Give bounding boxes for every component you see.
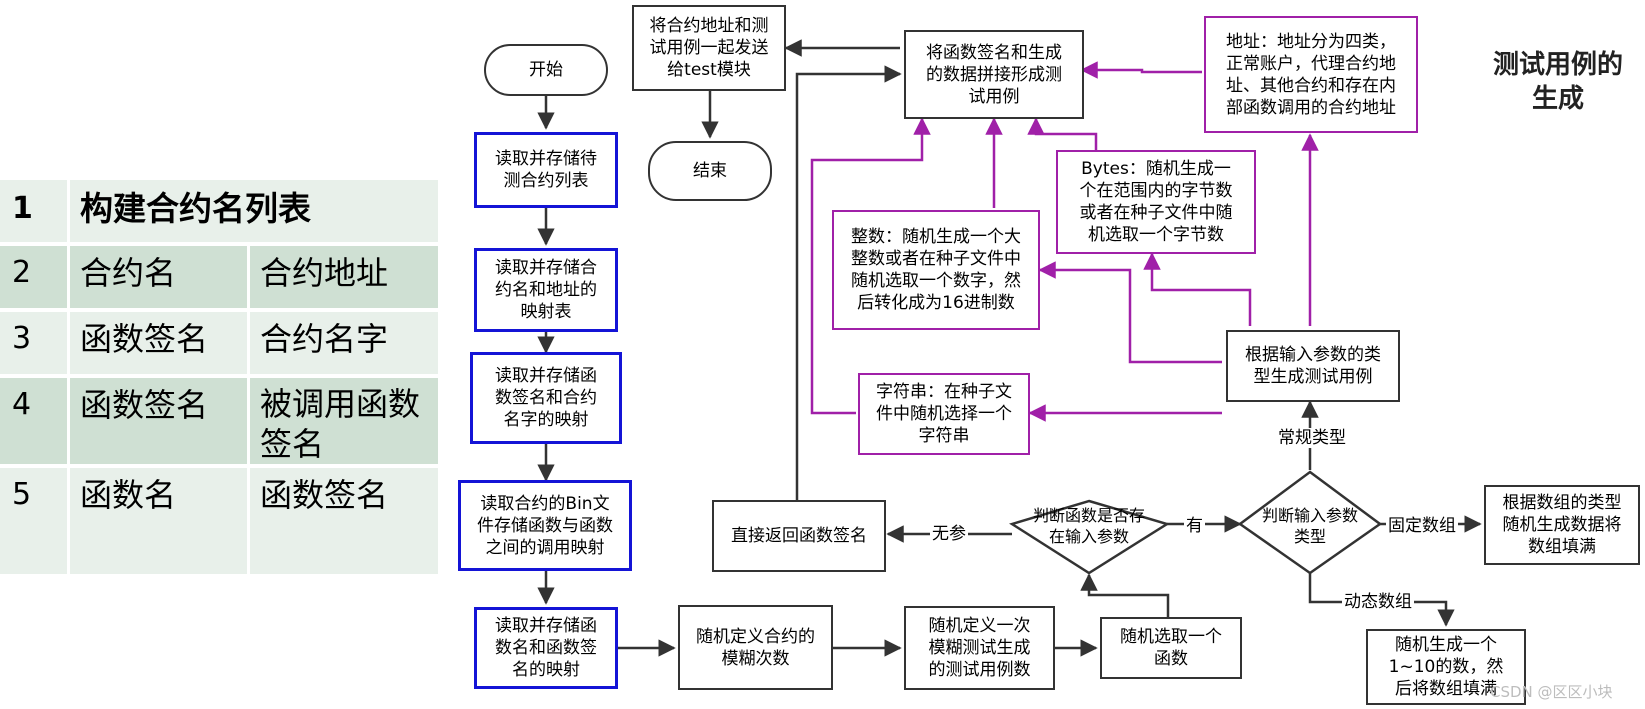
read-bin-call-map-box: 读取合约的Bin文 件存储函数与函数 之间的调用映射: [458, 480, 632, 571]
table-row: 5 函数名 函数签名: [0, 468, 438, 574]
pick-function-box: 随机选取一个 函数: [1100, 617, 1242, 679]
corner-title: 测试用例的 生成: [1492, 50, 1623, 114]
arrow-to-bytes: [1143, 252, 1252, 326]
edge-label-dynamic-array: 动态数组: [1342, 592, 1414, 612]
address-generator-box: 地址：地址分为四类， 正常账户，代理合约地 址、其他合约和存在内 部函数调用的合…: [1204, 16, 1418, 133]
read-signature-contract-map-box: 读取并存储函 数签名和合约 名字的映射: [470, 352, 622, 444]
has-params-label: 判断函数是否存 在输入参数: [1032, 506, 1145, 546]
decision-diamond-has-params: [1009, 499, 1171, 575]
generate-by-type-box: 根据输入参数的类 型生成测试用例: [1226, 330, 1400, 402]
end-node: 结束: [648, 141, 772, 201]
table-row-number: 3: [0, 312, 70, 374]
row-divider: [0, 464, 438, 468]
table-cell-key: 函数签名: [70, 312, 250, 374]
edge-label-no-params: 无参: [930, 524, 968, 544]
send-to-test-module-box: 将合约地址和测 试用例一起发送 给test模块: [632, 5, 786, 91]
table-header-row: 1 构建合约名列表: [0, 180, 438, 242]
arrow-pick-to-diamond: [1080, 573, 1170, 617]
start-node: 开始: [484, 44, 608, 96]
purple-connectors: [810, 61, 1319, 422]
arrow-bytes-to-concat: [1027, 117, 1098, 150]
table-title: 构建合约名列表: [80, 189, 311, 228]
fixed-array-fill-box: 根据数组的类型 随机生成数据将 数组填满: [1484, 485, 1640, 565]
bytes-generator-box: Bytes：随机生成一 个在范围内的字节数 或者在种子文件中随 机选取一个字节数: [1056, 150, 1256, 254]
row-divider: [0, 374, 438, 378]
arrow-return-to-concat: [795, 65, 902, 500]
table-row-number: 2: [0, 246, 70, 308]
concat-testcase-box: 将函数签名和生成 的数据拼接形成测 试用例: [904, 30, 1084, 119]
read-name-signature-map-box: 读取并存储函 数名和函数签 名的映射: [474, 607, 618, 689]
table-row-number: 5: [0, 468, 70, 574]
row-divider: [0, 242, 438, 246]
table-cell-value: 合约地址: [260, 254, 389, 292]
direct-return-signature-box: 直接返回函数签名: [712, 500, 886, 572]
table-cell-value: 函数签名: [260, 476, 389, 514]
decision-diamond-param-type: [1237, 470, 1383, 575]
table-cell-key: 函数签名: [70, 378, 250, 464]
read-contract-list-box: 读取并存储待 测合约列表: [474, 132, 618, 208]
table-cell-key: 合约名: [70, 246, 250, 308]
table-row-number: 4: [0, 378, 70, 464]
table-row: 2 合约名 合约地址: [0, 246, 438, 308]
table-row: 3 函数签名 合约名字: [0, 312, 438, 374]
edge-label-fixed-array: 固定数组: [1386, 516, 1458, 536]
arrow-to-integer: [1038, 261, 1222, 364]
param-type-label: 判断输入参数 类型: [1261, 506, 1358, 546]
table-row-number: 1: [0, 180, 70, 242]
define-testcase-count-box: 随机定义一次 模糊测试生成 的测试用例数: [904, 606, 1055, 690]
table-cell-value: 被调用函数签名: [260, 385, 421, 463]
edge-label-has: 有: [1184, 516, 1205, 536]
arrow-string-to-concat: [810, 117, 931, 415]
table-row: 4 函数签名 被调用函数签名: [0, 378, 438, 464]
watermark-text: CSDN @区区小块: [1490, 683, 1613, 701]
table-cell-key: 函数名: [70, 468, 250, 574]
dynamic-array-fill-box: 随机生成一个 1~10的数，然 后将数组填满: [1366, 629, 1526, 705]
table-cell-value: 合约名字: [260, 320, 389, 358]
string-generator-box: 字符串：在种子文 件中随机选择一个 字符串: [858, 373, 1030, 455]
integer-generator-box: 整数：随机生成一个大 整数或者在种子文件中 随机选取一个数字，然 后转化成为16…: [832, 210, 1040, 330]
row-divider: [0, 308, 438, 312]
edge-label-regular-type: 常规类型: [1276, 428, 1348, 448]
define-fuzz-times-box: 随机定义合约的 模糊次数: [678, 605, 833, 690]
arrow-address-to-concat: [1080, 61, 1202, 79]
read-name-address-map-box: 读取并存储合 约名和地址的 映射表: [474, 248, 618, 332]
